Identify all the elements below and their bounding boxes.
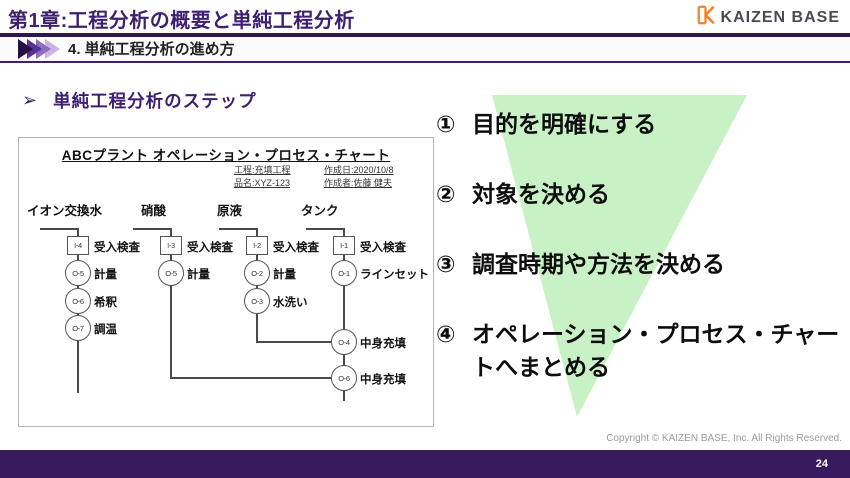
opc-node-operation: O-7	[65, 315, 91, 341]
opc-connector-line	[133, 228, 171, 230]
opc-node-inspection: I-2	[246, 236, 268, 255]
opc-connector-line	[40, 228, 78, 230]
opc-connector-line	[170, 228, 172, 236]
opc-node-label: 計量	[273, 269, 296, 281]
opc-node-label: ラインセット	[360, 269, 429, 281]
step-text: オペレーション・プロセス・チャートへまとめる	[472, 321, 840, 381]
chevron-arrows-icon	[18, 39, 74, 60]
node-code: O-1	[338, 268, 350, 278]
node-code: I-1	[340, 241, 348, 250]
opc-column-header: イオン交換水	[27, 204, 103, 218]
step-item-3: ③ 調査時期や方法を決める	[436, 248, 725, 281]
opc-meta-process: 工程:充填工程	[234, 165, 291, 175]
node-code: O-6	[72, 296, 84, 306]
opc-connector-line	[219, 228, 257, 230]
copyright-text: Copyright © KAIZEN BASE, Inc. All Rights…	[606, 433, 842, 444]
node-code: I-3	[167, 241, 175, 250]
opc-meta-author: 作成者:佐藤 健夫	[324, 178, 393, 188]
node-code: O-6	[338, 373, 350, 383]
step-item-1: ① 目的を明確にする	[436, 108, 656, 141]
opc-column-header: タンク	[301, 204, 339, 218]
opc-merge-line	[256, 341, 332, 343]
step-text: 調査時期や方法を決める	[472, 251, 725, 277]
step-number: ②	[436, 181, 456, 207]
opc-node-operation: O-3	[244, 288, 270, 314]
arrow-bullet-icon: ➢	[22, 90, 38, 110]
opc-connector-line	[256, 228, 258, 236]
opc-flow-line	[343, 255, 345, 401]
section-heading: ➢ 単純工程分析のステップ	[22, 88, 257, 113]
opc-node-inspection: I-4	[67, 236, 89, 255]
node-code: O-3	[251, 296, 263, 306]
opc-node-operation: O-4	[331, 329, 357, 355]
step-number: ①	[436, 111, 456, 137]
step-item-4: ④ オペレーション・プロセス・チャートへまとめる	[436, 318, 846, 385]
opc-node-label: 計量	[187, 269, 210, 281]
node-code: I-4	[74, 241, 82, 250]
opc-chart-title: ABCプラント オペレーション・プロセス・チャート	[61, 148, 391, 163]
step-item-2: ② 対象を決める	[436, 178, 610, 211]
node-code: O-5	[165, 268, 177, 278]
opc-chart-panel: ABCプラント オペレーション・プロセス・チャート 工程:充填工程 品名:XYZ…	[18, 137, 434, 427]
opc-meta-date: 作成日:2020/10/8	[324, 165, 394, 175]
node-code: O-5	[72, 268, 84, 278]
opc-flow-line	[170, 255, 172, 379]
opc-node-label: 受入検査	[94, 242, 140, 254]
header-divider	[0, 33, 850, 37]
opc-node-label: 計量	[94, 269, 117, 281]
chevron-icon	[18, 39, 33, 59]
opc-meta-right: 作成日:2020/10/8 作成者:佐藤 健夫	[324, 164, 394, 190]
opc-meta-left: 工程:充填工程 品名:XYZ-123	[234, 164, 291, 190]
opc-column-header: 硝酸	[141, 204, 167, 218]
opc-node-label: 水洗い	[273, 297, 308, 309]
subheader-bar	[0, 37, 850, 61]
opc-node-operation: O-1	[331, 260, 357, 286]
step-number: ③	[436, 251, 456, 277]
opc-node-label: 中身充填	[360, 338, 406, 350]
opc-node-operation: O-2	[244, 260, 270, 286]
opc-node-label: 受入検査	[273, 242, 319, 254]
footer-bar	[0, 450, 850, 478]
node-code: O-2	[251, 268, 263, 278]
opc-connector-line	[343, 228, 345, 236]
subheader-divider	[0, 61, 850, 63]
opc-node-operation: O-5	[65, 260, 91, 286]
opc-node-label: 調温	[94, 324, 117, 336]
opc-node-operation: O-6	[65, 288, 91, 314]
opc-connector-line	[77, 228, 79, 236]
logo-text: KAIZEN BASE	[720, 8, 840, 26]
opc-merge-line	[170, 377, 332, 379]
opc-connector-line	[306, 228, 344, 230]
kaizen-base-logo: KAIZEN BASE	[692, 3, 840, 32]
opc-meta-product: 品名:XYZ-123	[234, 178, 291, 188]
opc-node-inspection: I-3	[160, 236, 182, 255]
node-code: I-2	[253, 241, 261, 250]
opc-node-label: 受入検査	[187, 242, 233, 254]
page-title: 第1章:工程分析の概要と単純工程分析	[8, 10, 355, 32]
node-code: O-7	[72, 323, 84, 333]
step-number: ④	[436, 321, 456, 347]
opc-column-header: 原液	[217, 204, 243, 218]
opc-node-inspection: I-1	[333, 236, 355, 255]
kaizen-base-logo-icon	[692, 3, 716, 32]
page-number: 24	[815, 458, 828, 470]
step-text: 目的を明確にする	[472, 111, 657, 137]
subsection-title: 4. 単純工程分析の進め方	[68, 41, 235, 58]
opc-node-operation: O-6	[331, 365, 357, 391]
section-heading-text: 単純工程分析のステップ	[53, 91, 257, 111]
node-code: O-4	[338, 337, 350, 347]
opc-node-label: 受入検査	[360, 242, 406, 254]
opc-node-operation: O-5	[158, 260, 184, 286]
opc-node-label: 希釈	[94, 297, 117, 309]
step-text: 対象を決める	[472, 181, 610, 207]
opc-node-label: 中身充填	[360, 374, 406, 386]
